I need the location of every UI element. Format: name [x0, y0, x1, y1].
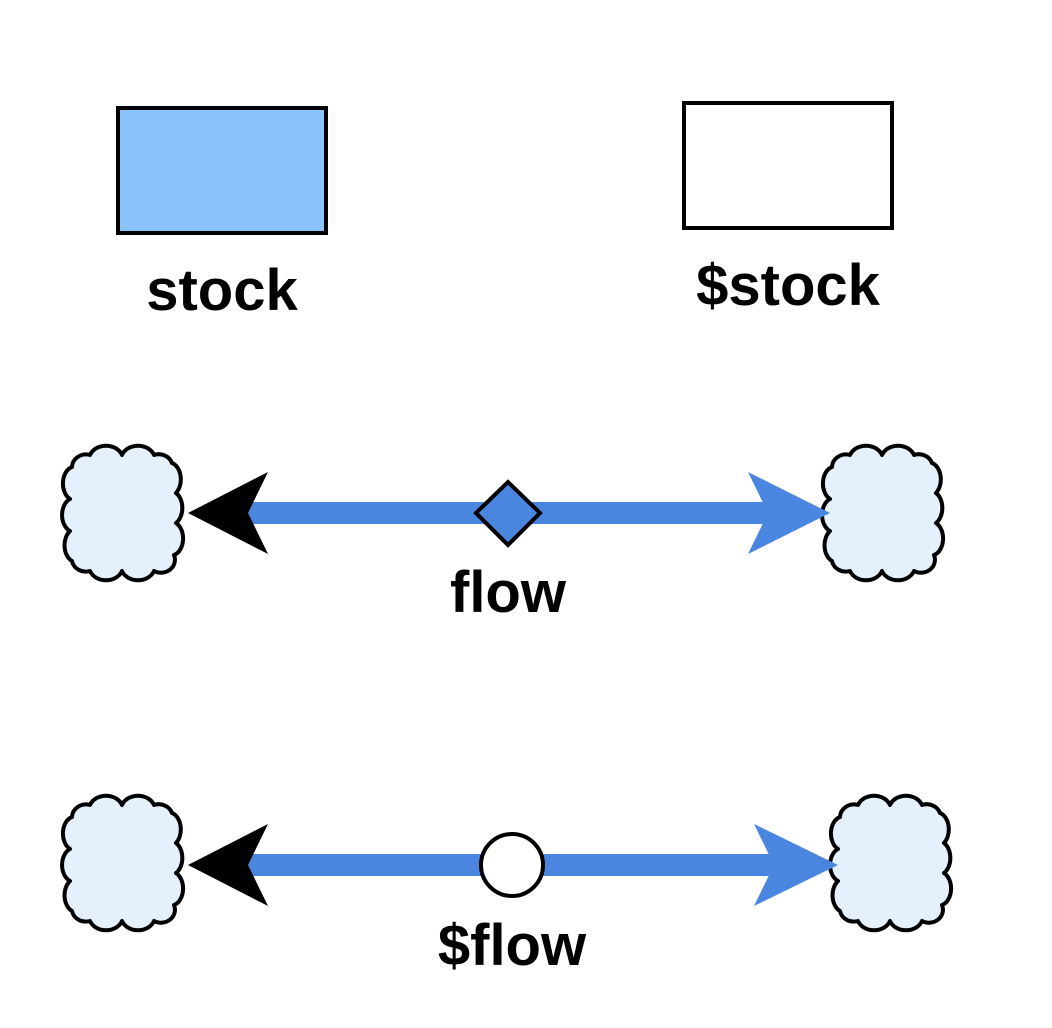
- dollar-flow-label: $flow: [438, 913, 587, 978]
- stock-box: [116, 106, 328, 235]
- dollar-stock-label: $stock: [696, 253, 881, 318]
- sink-cloud-icon: [820, 443, 946, 583]
- circle-valve-icon: [479, 832, 545, 898]
- dollar-stock-node: $stock: [682, 101, 894, 318]
- left-arrowhead-icon: [188, 472, 268, 554]
- source-cloud-icon: [60, 793, 186, 933]
- left-arrowhead-icon: [188, 824, 268, 906]
- source-cloud-icon: [60, 443, 186, 583]
- sink-cloud-icon: [828, 793, 954, 933]
- diamond-valve-icon: [473, 479, 543, 548]
- stock-label: stock: [146, 258, 298, 323]
- flow-label: flow: [450, 560, 567, 625]
- stock-node: stock: [116, 106, 328, 323]
- dollar-flow-connector: $flow: [60, 793, 954, 978]
- dollar-stock-box: [682, 101, 894, 230]
- right-arrowhead-icon: [754, 824, 838, 906]
- flow-connector: flow: [60, 443, 946, 625]
- right-arrowhead-icon: [748, 472, 830, 554]
